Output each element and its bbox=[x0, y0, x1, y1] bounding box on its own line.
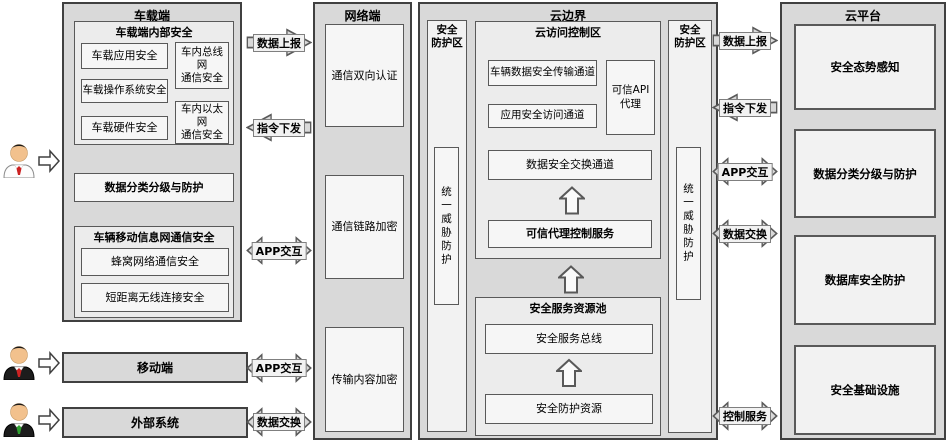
vehicle-data-transmission-channel-box: 车辆数据安全传输通道 bbox=[488, 60, 597, 86]
external-user-icon bbox=[1, 399, 37, 438]
vehicle-app-security-box: 车载应用安全 bbox=[81, 43, 168, 69]
cloud-boundary-panel: 云边界 安全 防护区 统一威胁防护 云访问控制区 车辆数据安全传输通道 可信AP… bbox=[418, 2, 718, 440]
arrow-label: 数据交换 bbox=[719, 224, 771, 243]
vehicle-mobile-network-security-group: 车辆移动信息网通信安全 蜂窝网络通信安全 短距离无线连接安全 bbox=[74, 226, 234, 318]
data-classification-protection-box: 数据分类分级与防护 bbox=[74, 173, 234, 202]
external-system-box: 外部系统 bbox=[62, 407, 248, 438]
cloud-access-control-zone: 云访问控制区 车辆数据安全传输通道 可信API 代理 应用安全访问通道 数据安全… bbox=[475, 21, 661, 259]
left-protection-zone-title: 安全 防护区 bbox=[431, 24, 463, 50]
app-access-channel-box: 应用安全访问通道 bbox=[488, 104, 597, 128]
vehicle-internal-security-title: 车载端内部安全 bbox=[115, 26, 193, 39]
arrow-data-exchange-external: 数据交换 bbox=[246, 407, 312, 437]
arrow-label: 指令下发 bbox=[719, 98, 771, 117]
arrow-label: APP交互 bbox=[717, 162, 773, 181]
arrow-label: 指令下发 bbox=[253, 118, 305, 137]
network-terminal-panel: 网络端 通信双向认证 通信链路加密 传输内容加密 bbox=[313, 2, 412, 440]
arrow-app-interaction-right: APP交互 bbox=[712, 157, 778, 186]
right-unified-threat-protection-box: 统一威胁防护 bbox=[676, 147, 701, 300]
actor-arrow-icon bbox=[38, 351, 61, 375]
vehicle-os-security-box: 车载操作系统安全 bbox=[81, 79, 168, 103]
short-range-wireless-security-box: 短距离无线连接安全 bbox=[81, 283, 229, 312]
arrow-label: 数据上报 bbox=[719, 31, 771, 50]
right-unified-threat-protection-label: 统一威胁防护 bbox=[682, 183, 694, 264]
vehicle-terminal-panel: 车载端 车载端内部安全 车载应用安全 车载操作系统安全 车载硬件安全 车内总线网… bbox=[62, 2, 242, 322]
up-arrow-icon bbox=[556, 358, 582, 388]
security-protection-resources-box: 安全防护资源 bbox=[485, 394, 653, 424]
cloud-access-control-title: 云访问控制区 bbox=[535, 26, 601, 39]
actor-arrow-icon bbox=[38, 149, 61, 173]
network-terminal-title: 网络端 bbox=[344, 9, 381, 23]
arrow-control-service: 控制服务 bbox=[712, 401, 778, 431]
mobile-user-icon bbox=[1, 342, 37, 381]
up-arrow-icon bbox=[558, 263, 584, 296]
person-icon bbox=[3, 346, 35, 381]
content-encryption-box: 传输内容加密 bbox=[325, 327, 404, 432]
security-infrastructure-box: 安全基础设施 bbox=[794, 345, 936, 435]
left-unified-threat-protection-label: 统一威胁防护 bbox=[440, 185, 452, 267]
arrow-label: APP交互 bbox=[251, 241, 307, 260]
security-service-resource-pool-title: 安全服务资源池 bbox=[529, 302, 607, 315]
vehicle-internal-security-group: 车载端内部安全 车载应用安全 车载操作系统安全 车载硬件安全 车内总线网 通信安… bbox=[74, 21, 234, 145]
database-security-protection-box: 数据库安全防护 bbox=[794, 235, 936, 325]
trusted-proxy-control-service-box: 可信代理控制服务 bbox=[488, 220, 652, 248]
arrow-label: 控制服务 bbox=[719, 407, 771, 425]
arrow-label: 数据上报 bbox=[253, 33, 305, 52]
cloud-platform-title: 云平台 bbox=[844, 9, 881, 23]
security-situation-awareness-box: 安全态势感知 bbox=[794, 24, 936, 110]
cloud-platform-panel: 云平台 安全态势感知 数据分类分级与防护 数据库安全防护 安全基础设施 bbox=[780, 2, 946, 440]
vehicle-terminal-title: 车载端 bbox=[133, 9, 170, 23]
link-encryption-box: 通信链路加密 bbox=[325, 175, 404, 279]
arrow-app-interaction-mobile: APP交互 bbox=[246, 353, 312, 383]
arrow-label: 数据交换 bbox=[253, 413, 305, 431]
cellular-network-security-box: 蜂窝网络通信安全 bbox=[81, 248, 229, 276]
cloud-boundary-title: 云边界 bbox=[549, 9, 586, 23]
in-vehicle-bus-security-box: 车内总线网 通信安全 bbox=[175, 42, 229, 89]
security-service-resource-pool: 安全服务资源池 安全服务总线 安全防护资源 bbox=[475, 297, 661, 436]
arrow-data-exchange-right: 数据交换 bbox=[712, 219, 778, 248]
arrow-data-report-left: 数据上报 bbox=[246, 28, 312, 57]
vehicle-hardware-security-box: 车载硬件安全 bbox=[81, 116, 168, 140]
trusted-api-proxy-box: 可信API 代理 bbox=[606, 60, 655, 135]
driver-user-icon bbox=[1, 140, 37, 179]
data-classification-protection-cloud-box: 数据分类分级与防护 bbox=[794, 129, 936, 218]
actor-arrow-icon bbox=[38, 408, 61, 432]
mobile-terminal-box: 移动端 bbox=[62, 352, 248, 383]
arrow-label: APP交互 bbox=[251, 359, 307, 377]
data-exchange-channel-box: 数据安全交换通道 bbox=[488, 150, 652, 180]
mutual-authentication-box: 通信双向认证 bbox=[325, 24, 404, 127]
vehicle-mobile-network-security-title: 车辆移动信息网通信安全 bbox=[93, 231, 215, 244]
left-unified-threat-protection-box: 统一威胁防护 bbox=[434, 147, 459, 305]
arrow-command-issue-right: 指令下发 bbox=[712, 93, 778, 122]
person-icon bbox=[3, 403, 35, 438]
in-vehicle-ethernet-security-box: 车内以太网 通信安全 bbox=[175, 101, 229, 144]
up-arrow-icon bbox=[559, 185, 585, 216]
security-service-bus-box: 安全服务总线 bbox=[485, 324, 653, 354]
arrow-app-interaction-left: APP交互 bbox=[246, 236, 312, 265]
arrow-command-issue-left: 指令下发 bbox=[246, 113, 312, 142]
arrow-data-report-right: 数据上报 bbox=[712, 26, 778, 55]
person-icon bbox=[3, 144, 35, 179]
right-protection-zone-title: 安全 防护区 bbox=[674, 24, 706, 50]
